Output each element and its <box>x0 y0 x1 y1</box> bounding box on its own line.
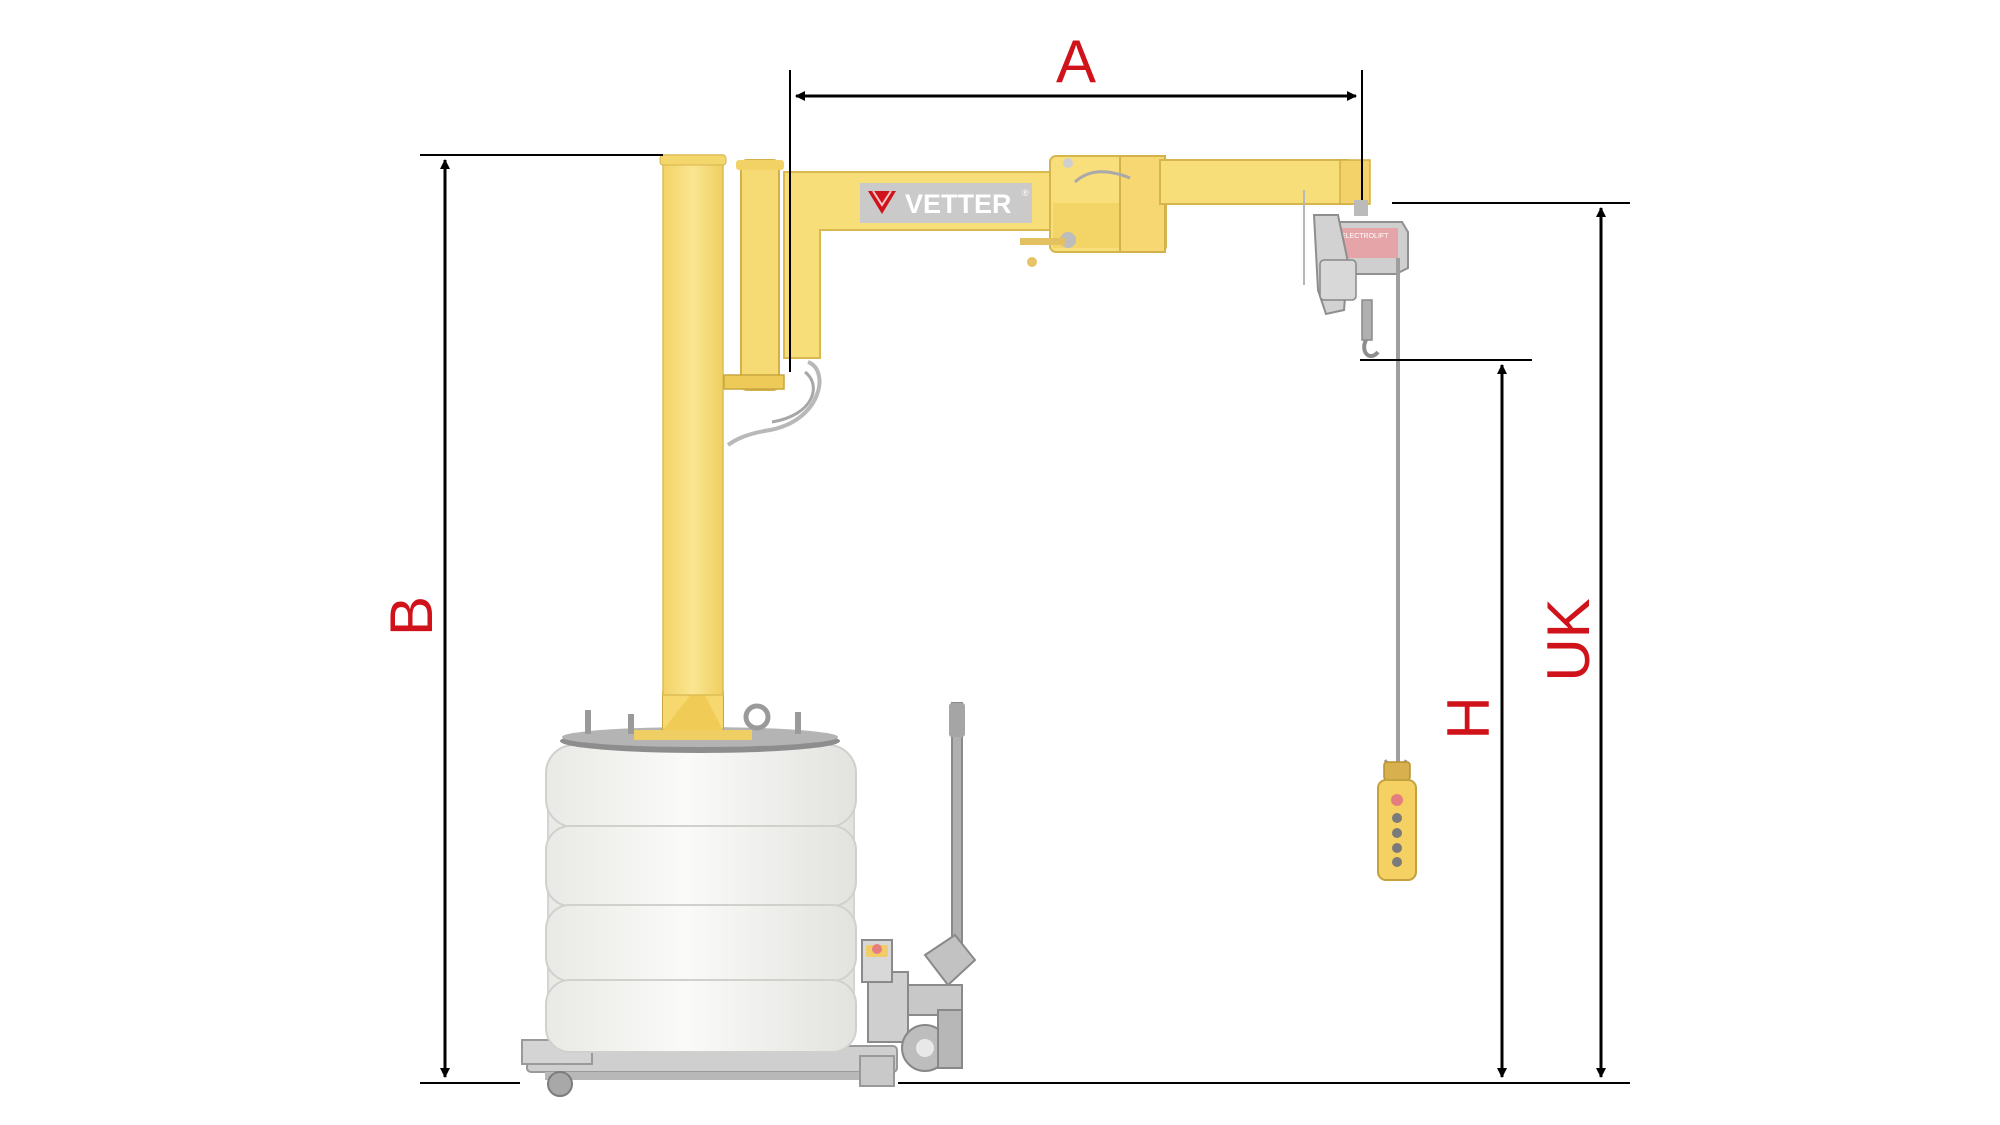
hoist-label: ELECTROLIFT <box>1341 233 1389 240</box>
dimension-lines <box>420 70 1630 1084</box>
counterweight-stack <box>545 703 857 1053</box>
dimension-label-b: B <box>378 596 445 636</box>
emergency-stop-icon <box>872 944 882 954</box>
dimension-label-h: H <box>1435 696 1502 739</box>
control-pendant <box>1377 761 1417 881</box>
logo-mark-icon <box>868 191 896 214</box>
registered-mark: ® <box>1022 188 1029 198</box>
stop-button-icon <box>1391 794 1403 806</box>
dimension-label-a: A <box>1056 28 1096 95</box>
logo-text: VETTER <box>905 189 1012 219</box>
hook-icon <box>1362 339 1380 359</box>
tow-handle <box>861 702 977 1072</box>
crane-column <box>634 154 822 740</box>
chain-hoist: ELECTROLIFT <box>1303 190 1417 881</box>
vetter-logo: VETTER ® <box>860 183 1032 223</box>
lifting-eye-icon <box>743 703 771 731</box>
dimension-label-uk: UK <box>1535 598 1602 681</box>
wheel-icon <box>547 1071 573 1097</box>
